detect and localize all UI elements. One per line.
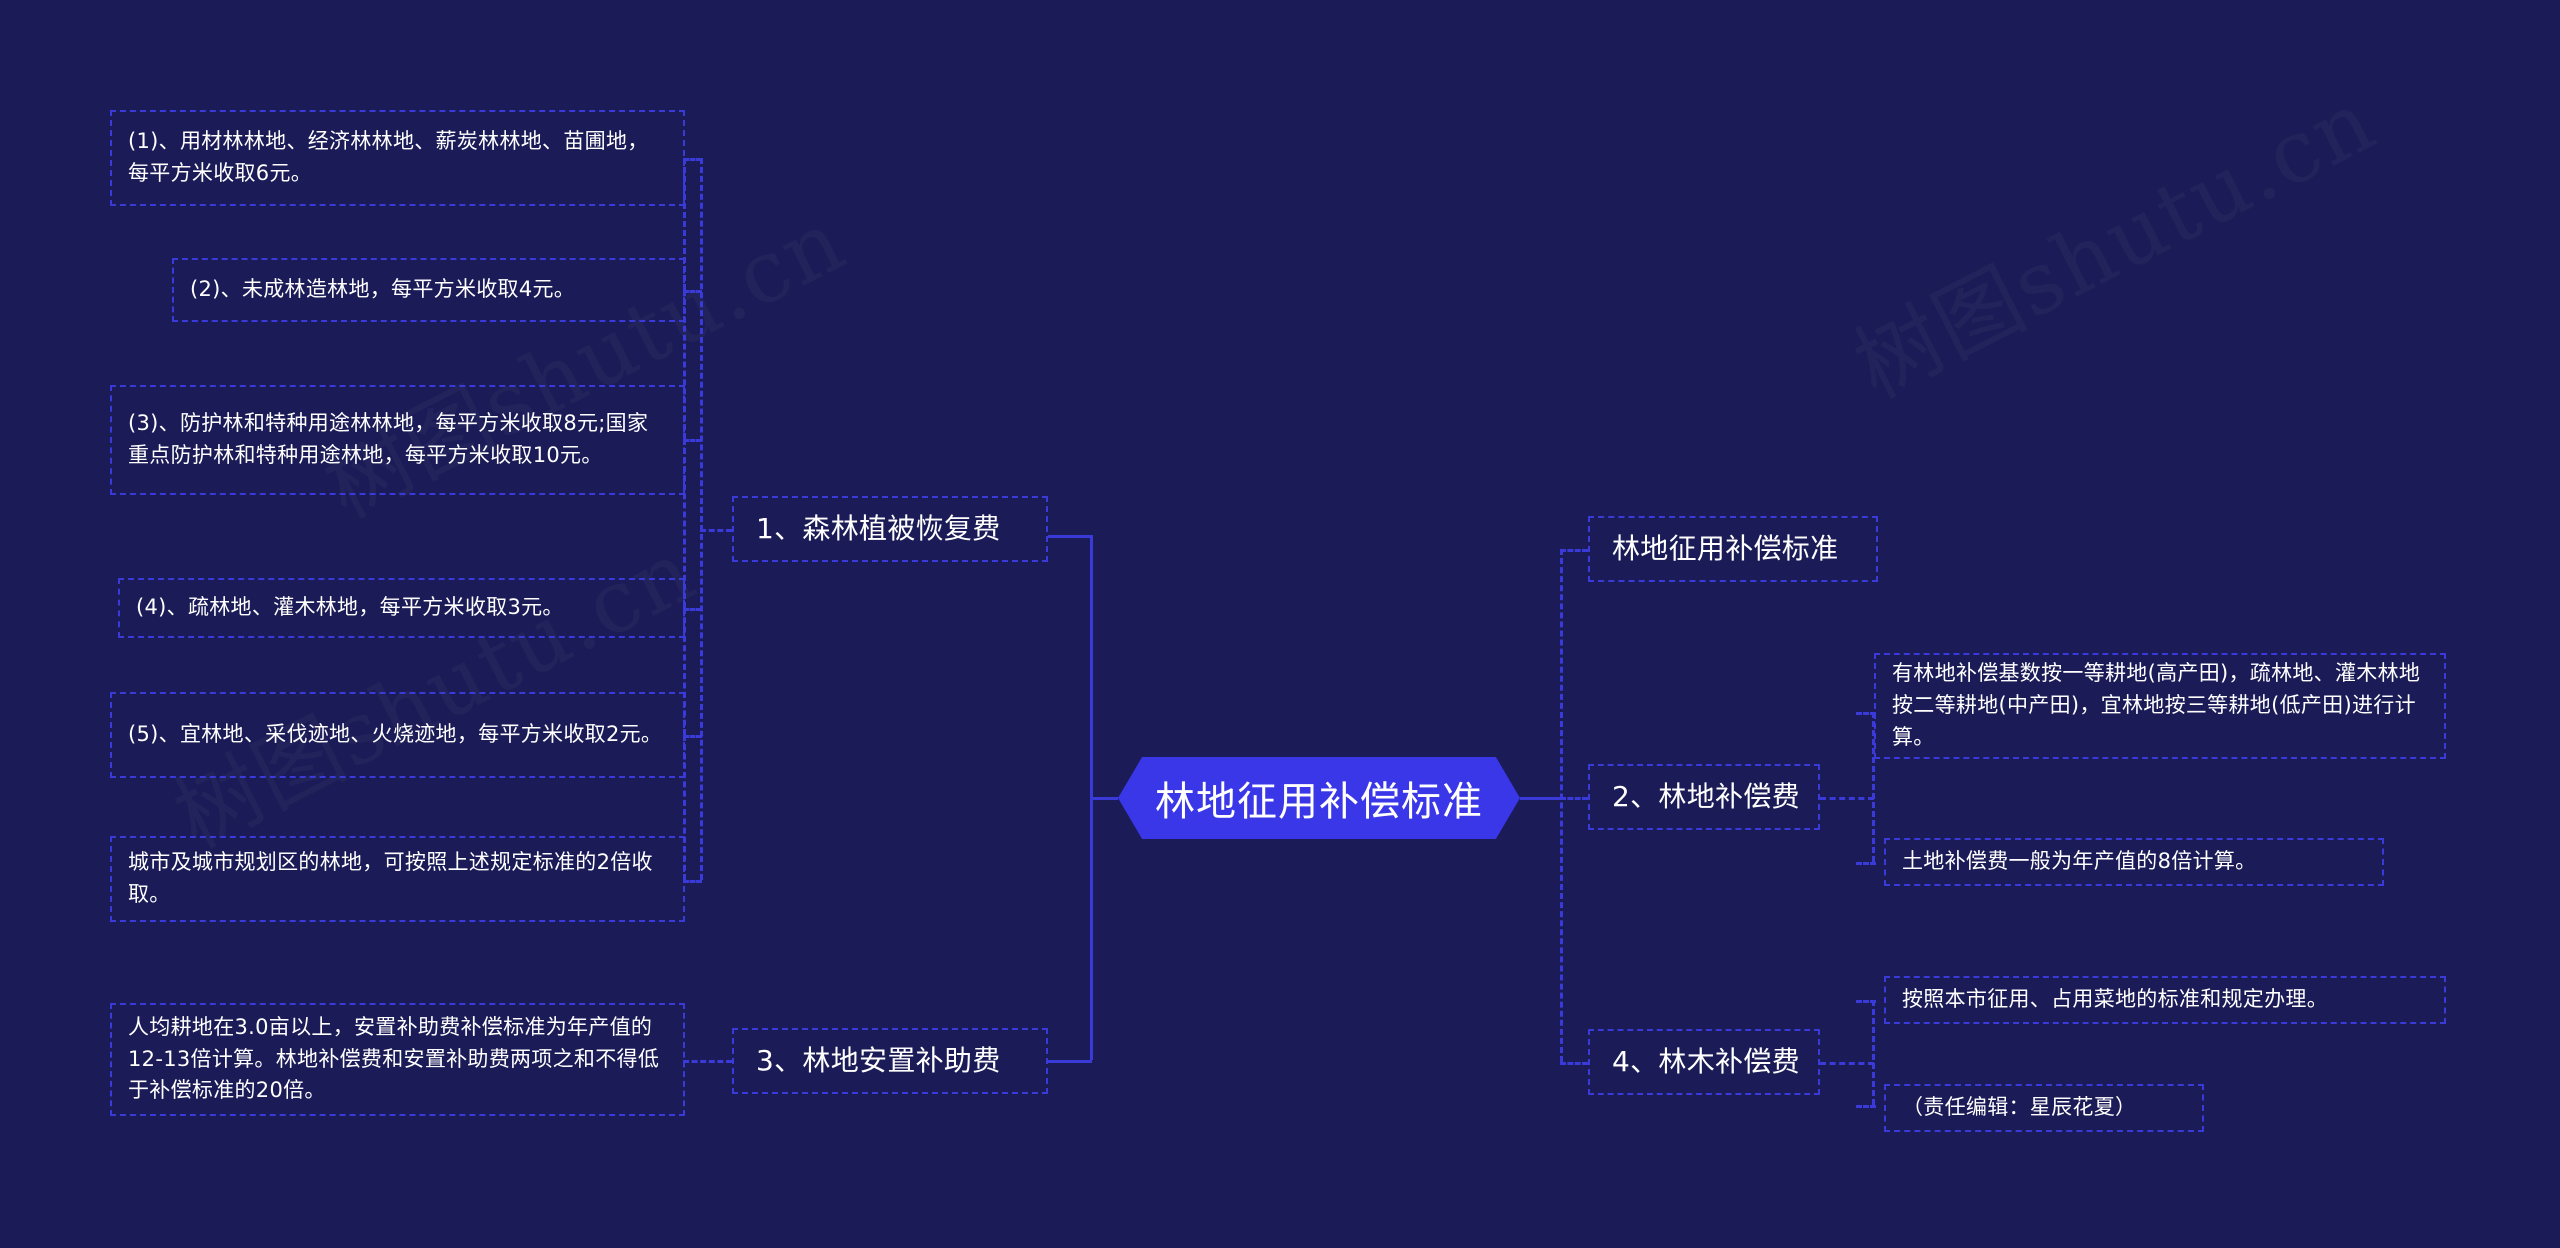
watermark-right: 树图shutu.cn — [1830, 52, 2393, 421]
connector-leaf1-3 — [683, 439, 702, 442]
connector-center-to-branch3 — [1048, 1060, 1092, 1063]
leaf-box[interactable]: (5)、宜林地、采伐迹地、火烧迹地，每平方米收取2元。 — [110, 692, 685, 778]
connector-center-to-branch1 — [1048, 535, 1092, 538]
leaf-text: (5)、宜林地、采伐迹地、火烧迹地，每平方米收取2元。 — [128, 722, 663, 747]
branch-label: 4、林木补偿费 — [1612, 1044, 1800, 1078]
connector-leaf2-2 — [1856, 862, 1876, 865]
connector-left-trunk — [700, 158, 703, 880]
connector-right-seg-b4 — [1872, 1000, 1875, 1105]
connector-center-left-stub — [1090, 797, 1118, 800]
leaf-box[interactable]: (2)、未成林造林地，每平方米收取4元。 — [172, 258, 685, 322]
branch-label: 1、森林植被恢复费 — [756, 511, 1001, 545]
branch-node-1[interactable]: 1、森林植被恢复费 — [732, 496, 1048, 562]
connector-right-trunk — [1560, 549, 1563, 1062]
connector-leaf4-1 — [1856, 1000, 1876, 1003]
leaf-box[interactable]: (4)、疏林地、灌木林地，每平方米收取3元。 — [118, 578, 685, 638]
leaf-text: 人均耕地在3.0亩以上，安置补助费补偿标准为年产值的12-13倍计算。林地补偿费… — [128, 1014, 660, 1103]
leaf-text: (3)、防护林和特种用途林林地，每平方米收取8元;国家重点防护林和特种用途林地，… — [128, 411, 649, 467]
leaf-text: (4)、疏林地、灌木林地，每平方米收取3元。 — [136, 595, 564, 620]
leaf-text: 按照本市征用、占用菜地的标准和规定办理。 — [1902, 987, 2328, 1012]
leaf-text: 土地补偿费一般为年产值的8倍计算。 — [1902, 849, 2257, 874]
connector-leaf2-1 — [1856, 712, 1876, 715]
branch-label: 2、林地补偿费 — [1612, 779, 1800, 813]
center-node[interactable]: 林地征用补偿标准 — [1118, 757, 1520, 839]
leaf-box[interactable]: 城市及城市规划区的林地，可按照上述规定标准的2倍收取。 — [110, 836, 685, 922]
leaf-text: 有林地补偿基数按一等耕地(高产田)，疏林地、灌木林地按二等耕地(中产田)，宜林地… — [1892, 661, 2421, 749]
branch-label: 林地征用补偿标准 — [1612, 531, 1839, 565]
leaf-text: 城市及城市规划区的林地，可按照上述规定标准的2倍收取。 — [128, 850, 653, 906]
leaf-box[interactable]: 按照本市征用、占用菜地的标准和规定办理。 — [1884, 976, 2446, 1024]
connector-leaf1-5 — [683, 735, 702, 738]
connector-leaf1-1 — [683, 158, 702, 161]
connector-trunk-to-branch2 — [1560, 797, 1588, 800]
connector-branch4-to-leaves — [1820, 1062, 1874, 1065]
leaf-box[interactable]: 人均耕地在3.0亩以上，安置补助费补偿标准为年产值的12-13倍计算。林地补偿费… — [110, 1003, 685, 1116]
connector-center-right-stub — [1520, 797, 1560, 800]
leaf-box[interactable]: 有林地补偿基数按一等耕地(高产田)，疏林地、灌木林地按二等耕地(中产田)，宜林地… — [1874, 653, 2446, 759]
branch-node-top-right[interactable]: 林地征用补偿标准 — [1588, 516, 1878, 582]
branch-label: 3、林地安置补助费 — [756, 1043, 1001, 1077]
leaf-text: (1)、用材林林地、经济林林地、薪炭林林地、苗圃地，每平方米收取6元。 — [128, 129, 649, 185]
connector-trunk-to-topright — [1560, 549, 1588, 552]
connector-trunk-to-branch4 — [1560, 1062, 1588, 1065]
branch-node-2[interactable]: 2、林地补偿费 — [1588, 764, 1820, 830]
leaf-text: （责任编辑：星辰花夏） — [1902, 1095, 2137, 1120]
leaf-box[interactable]: 土地补偿费一般为年产值的8倍计算。 — [1884, 838, 2384, 886]
connector-leaf1-4 — [683, 608, 702, 611]
leaf-box[interactable]: (3)、防护林和特种用途林林地，每平方米收取8元;国家重点防护林和特种用途林地，… — [110, 385, 685, 495]
branch-node-4[interactable]: 4、林木补偿费 — [1588, 1029, 1820, 1095]
leaf-box[interactable]: （责任编辑：星辰花夏） — [1884, 1084, 2204, 1132]
branch-node-3[interactable]: 3、林地安置补助费 — [732, 1028, 1048, 1094]
connector-trunk-to-branch1 — [700, 529, 732, 532]
connector-leaf1-6 — [683, 880, 702, 883]
connector-leaf4-2 — [1856, 1105, 1876, 1108]
leaf-box[interactable]: (1)、用材林林地、经济林林地、薪炭林林地、苗圃地，每平方米收取6元。 — [110, 110, 685, 206]
connector-leaf3-1 — [683, 1060, 732, 1063]
watermark-lower-left: 树图shutu.cn — [150, 502, 713, 871]
connector-center-left-trunk — [1090, 535, 1093, 1060]
leaf-text: (2)、未成林造林地，每平方米收取4元。 — [190, 277, 576, 302]
connector-branch2-to-leaves — [1820, 797, 1874, 800]
connector-leaf1-2 — [683, 290, 702, 293]
